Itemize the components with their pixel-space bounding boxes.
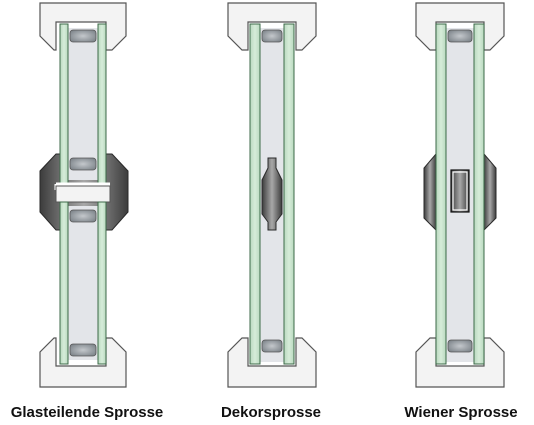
caption-decor-bar: Dekorsprosse [220,404,322,421]
glass-pane-right [473,23,485,365]
decor-spacer-insert [261,157,283,231]
cavity [68,28,98,180]
spacer-top [69,209,97,223]
cavity [68,206,98,360]
top-frame-section [39,2,127,51]
glass-pane-right [97,23,107,185]
upper-glass-unit [59,23,107,185]
bottom-frame-section [415,337,505,388]
glass-pane-left [59,23,69,185]
spacer-bottom [447,339,473,353]
outer-bar-left [423,152,437,232]
top-frame-section [227,2,317,51]
spacer-bottom [261,339,283,353]
decor-bar-diagram [227,2,317,388]
glass-dividing-bar-diagram [39,2,129,388]
glass-pane-right [283,23,295,365]
glass-pane-right [97,201,107,365]
glass-pane-left [59,201,69,365]
glass-pane-left [249,23,261,365]
glass-pane-left [435,23,447,365]
bottom-frame-section [227,337,317,388]
inner-spacer-bar [450,169,470,213]
lower-glass-unit [59,201,107,365]
spacer-top [261,29,283,43]
bottom-frame-section [39,337,127,388]
outer-bar-right [483,152,497,232]
top-frame-section [415,2,505,51]
spacer-bottom [69,157,97,171]
caption-viennese-bar: Wiener Sprosse [404,404,518,421]
caption-glass-dividing-bar: Glasteilende Sprosse [10,404,164,421]
spacer-top [447,29,473,43]
spacer-top [69,29,97,43]
viennese-bar-diagram [415,2,505,388]
spacer-bottom [69,343,97,357]
